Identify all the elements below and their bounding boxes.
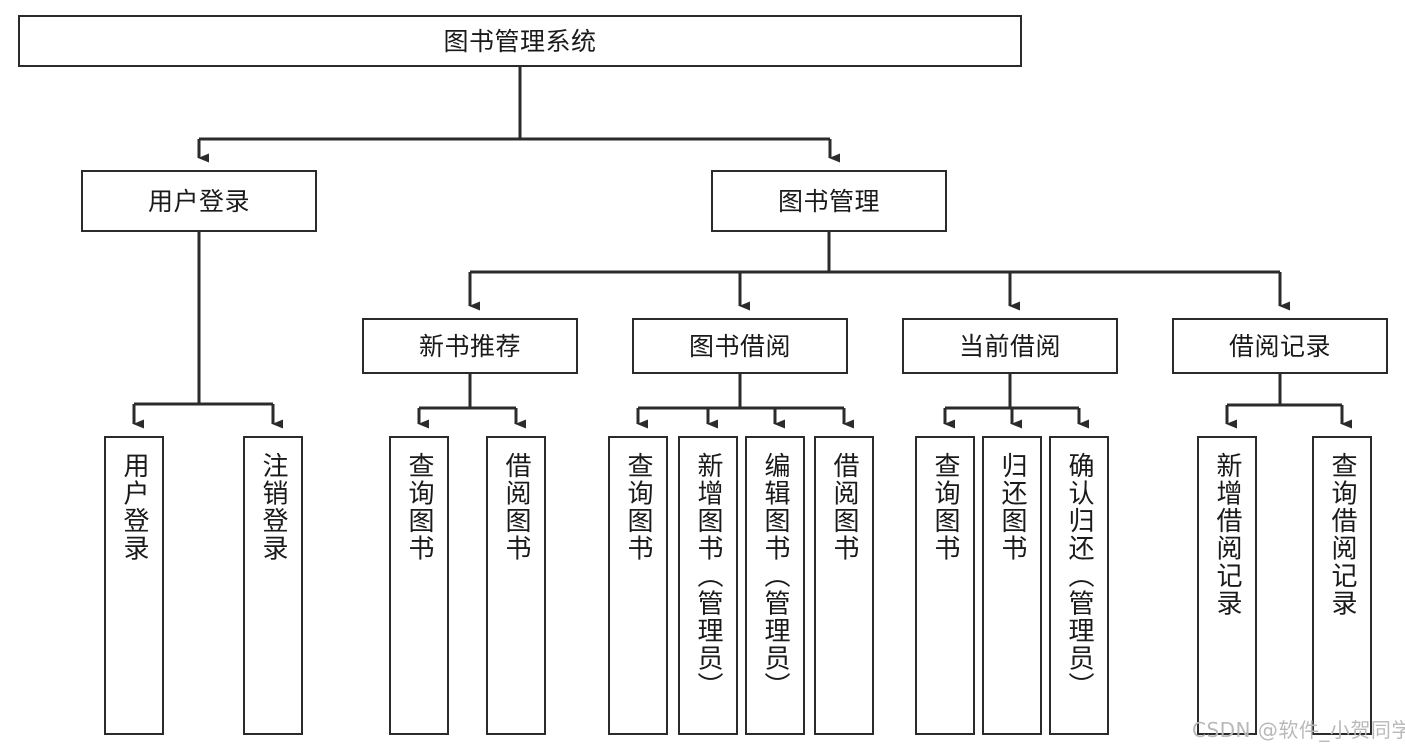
node-leaf-query-record-label: 查询借阅记录 xyxy=(1327,452,1358,617)
node-leaf-query-record[interactable]: 查询借阅记录 xyxy=(1312,436,1372,735)
node-leaf-borrow-book-2[interactable]: 借阅图书 xyxy=(814,436,874,735)
edge-bookborrow-to-leaves xyxy=(636,374,854,429)
node-leaf-borrow-book-1[interactable]: 借阅图书 xyxy=(486,436,546,735)
node-leaf-add-record-label: 新增借阅记录 xyxy=(1212,452,1243,617)
node-leaf-query-book-2-label: 查询图书 xyxy=(623,452,654,562)
node-leaf-confirm-return-label: 确认归还（管理员） xyxy=(1064,452,1095,700)
node-borrow-record[interactable]: 借阅记录 xyxy=(1172,318,1388,374)
node-leaf-query-book-2[interactable]: 查询图书 xyxy=(608,436,668,735)
edge-newbook-to-leaves xyxy=(417,374,526,429)
node-current-borrow-label: 当前借阅 xyxy=(958,331,1061,361)
node-leaf-add-book[interactable]: 新增图书（管理员） xyxy=(678,436,738,735)
node-new-book-recommend-label: 新书推荐 xyxy=(418,331,521,361)
node-leaf-edit-book[interactable]: 编辑图书（管理员） xyxy=(745,436,805,735)
edge-currentborrow-to-leaves xyxy=(943,374,1089,429)
node-leaf-query-book-1[interactable]: 查询图书 xyxy=(389,436,449,735)
node-leaf-user-logout[interactable]: 注销登录 xyxy=(243,436,303,735)
edge-userlogin-to-leaves xyxy=(132,232,283,429)
node-book-borrow-label: 图书借阅 xyxy=(688,331,791,361)
node-book-manage-label: 图书管理 xyxy=(777,186,880,216)
node-leaf-user-login-label: 用户登录 xyxy=(119,452,150,562)
node-new-book-recommend[interactable]: 新书推荐 xyxy=(362,318,578,374)
node-user-login-label: 用户登录 xyxy=(147,186,250,216)
node-leaf-user-login[interactable]: 用户登录 xyxy=(104,436,164,735)
node-leaf-query-book-3[interactable]: 查询图书 xyxy=(915,436,975,735)
node-leaf-confirm-return[interactable]: 确认归还（管理员） xyxy=(1049,436,1109,735)
node-leaf-return-book-label: 归还图书 xyxy=(997,452,1028,562)
node-leaf-borrow-book-1-label: 借阅图书 xyxy=(501,452,532,562)
node-leaf-user-logout-label: 注销登录 xyxy=(258,452,289,562)
node-book-borrow[interactable]: 图书借阅 xyxy=(632,318,848,374)
edge-bookmanage-to-level3 xyxy=(468,232,1290,311)
node-leaf-add-book-label: 新增图书（管理员） xyxy=(693,452,724,700)
node-book-manage[interactable]: 图书管理 xyxy=(711,170,947,232)
watermark: CSDN @软件_小贺同学 xyxy=(1192,718,1405,742)
node-leaf-query-book-3-label: 查询图书 xyxy=(930,452,961,562)
node-root-label: 图书管理系统 xyxy=(443,26,597,56)
node-leaf-borrow-book-2-label: 借阅图书 xyxy=(829,452,860,562)
node-leaf-return-book[interactable]: 归还图书 xyxy=(982,436,1042,735)
node-current-borrow[interactable]: 当前借阅 xyxy=(902,318,1118,374)
node-leaf-edit-book-label: 编辑图书（管理员） xyxy=(760,452,791,700)
node-leaf-query-book-1-label: 查询图书 xyxy=(404,452,435,562)
node-user-login[interactable]: 用户登录 xyxy=(81,170,317,232)
node-leaf-add-record[interactable]: 新增借阅记录 xyxy=(1197,436,1257,735)
edge-root-to-level2 xyxy=(197,67,840,163)
edge-borrowrecord-to-leaves xyxy=(1225,374,1352,429)
node-root[interactable]: 图书管理系统 xyxy=(18,15,1022,67)
node-borrow-record-label: 借阅记录 xyxy=(1228,331,1331,361)
